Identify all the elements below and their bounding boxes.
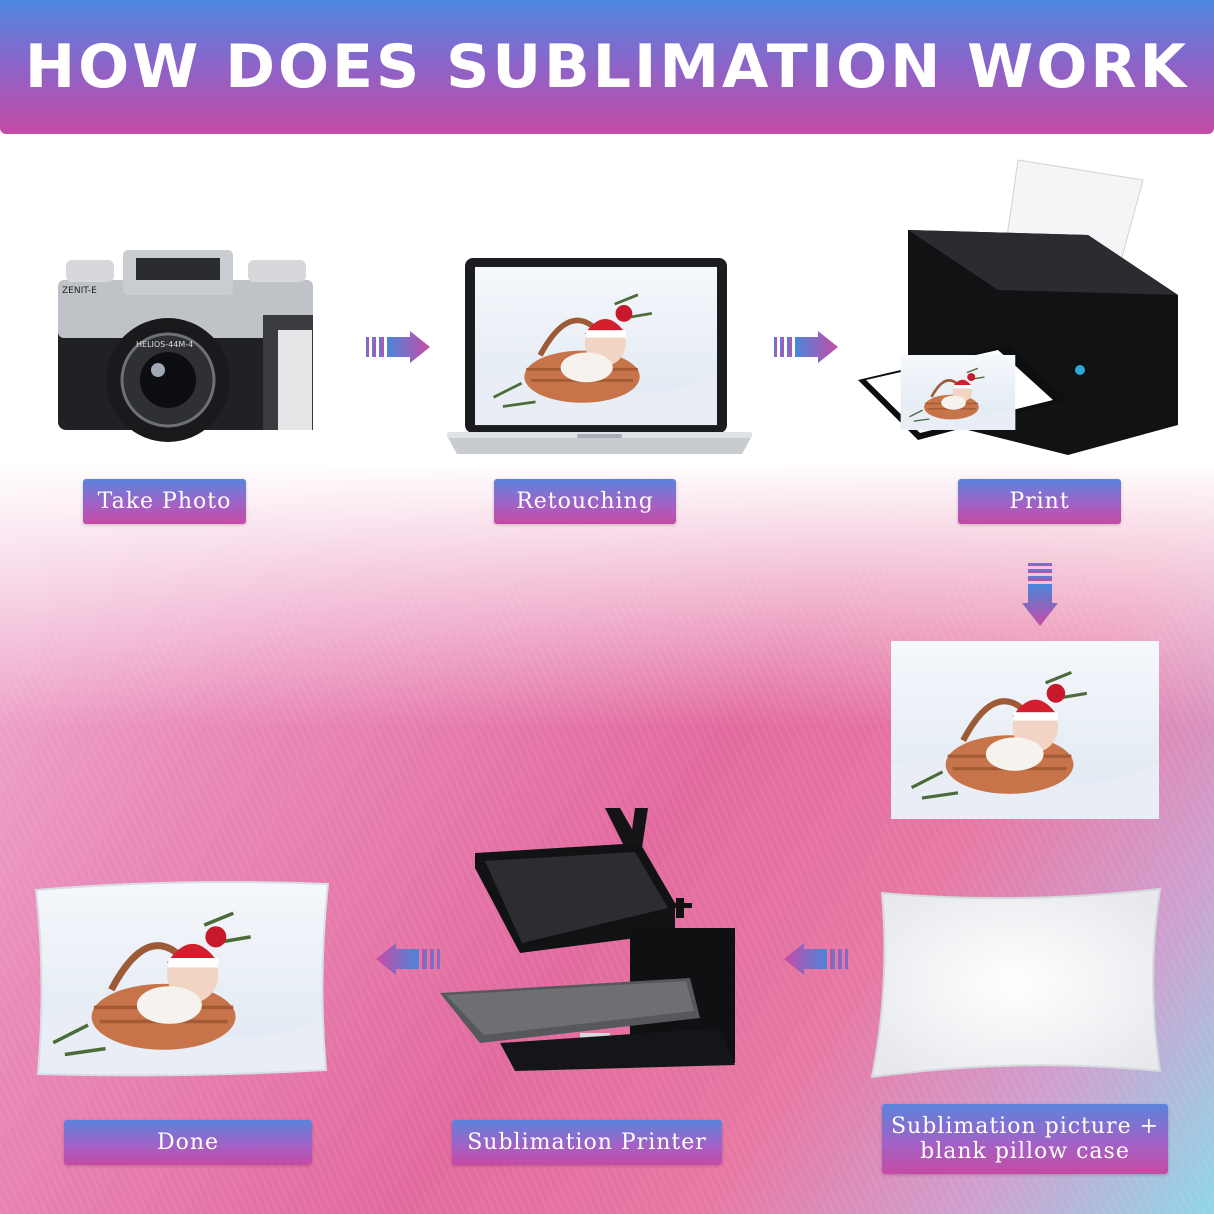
blank-pillow-icon	[870, 887, 1162, 1079]
step-label-picture-pillow: Sublimation picture + blank pillow case	[882, 1104, 1168, 1174]
step-label-retouching: Retouching	[494, 479, 676, 524]
printed-pillow-image	[30, 878, 332, 1078]
printer-icon	[858, 159, 1178, 455]
printer-image	[858, 155, 1183, 455]
blank-pillow-image	[868, 885, 1168, 1080]
step-label-sublimation-printer: Sublimation Printer	[452, 1120, 722, 1165]
camera-brand-text: ZENIT-E	[62, 286, 97, 296]
camera-lens-text: HELIOS-44M-4	[136, 340, 194, 349]
step-label-take-photo: Take Photo	[83, 479, 246, 524]
right-arrow-icon	[774, 331, 838, 363]
step-label-done: Done	[64, 1120, 312, 1165]
right-arrow-icon	[366, 331, 430, 363]
heat-press-icon	[440, 808, 735, 1071]
step-label-picture-pillow-line1: Sublimation picture +	[890, 1114, 1160, 1139]
left-arrow-icon	[376, 943, 440, 975]
laptop-icon	[447, 258, 752, 454]
page-title: HOW DOES SUBLIMATION WORK	[24, 32, 1190, 102]
heat-press-image	[440, 803, 740, 1073]
camera-icon	[58, 250, 313, 442]
step-label-picture-pillow-line2: blank pillow case	[920, 1139, 1130, 1164]
left-arrow-icon	[784, 943, 848, 975]
photo-print-image	[891, 641, 1159, 819]
header-banner: HOW DOES SUBLIMATION WORK	[0, 0, 1214, 134]
down-arrow-icon	[1022, 563, 1058, 626]
camera-image: ZENIT-E HELIOS-44M-4	[48, 240, 323, 445]
laptop-image	[447, 258, 752, 458]
step-label-print: Print	[958, 479, 1121, 524]
printed-pillow-icon	[34, 881, 330, 1077]
